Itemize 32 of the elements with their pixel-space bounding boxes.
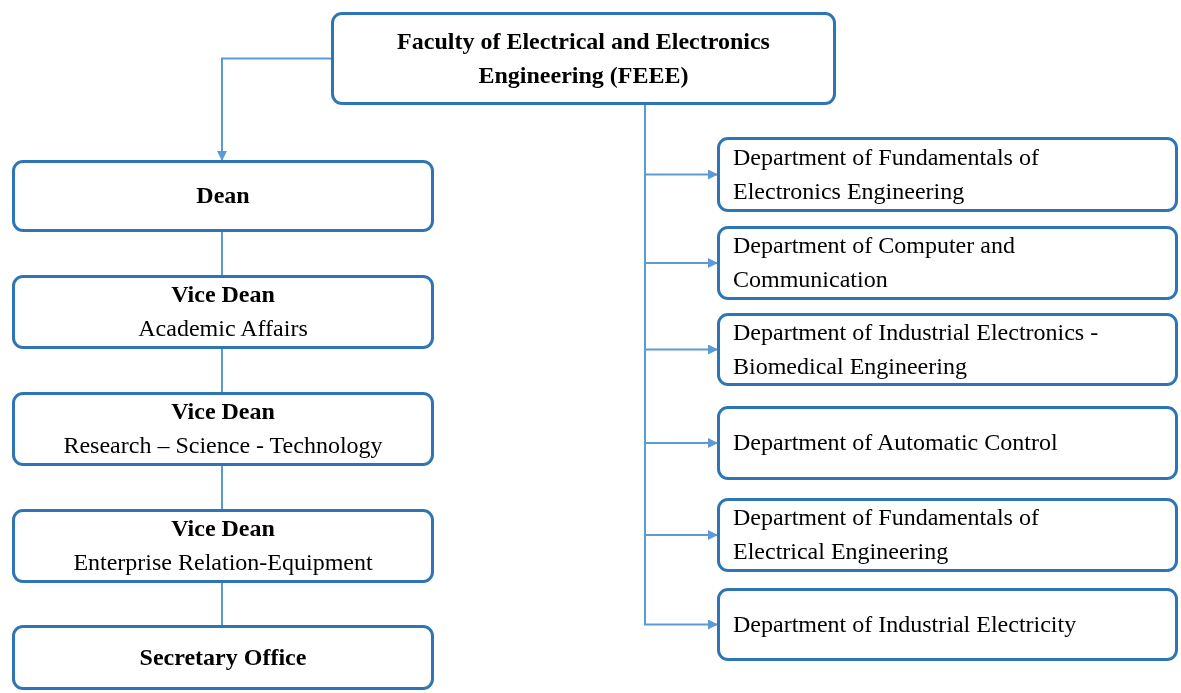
role-box	[12, 625, 434, 690]
department-name: Department of Computer and Communication	[733, 231, 1016, 294]
node-label: Academic Affairs	[138, 314, 308, 343]
connector-line	[221, 348, 223, 393]
node-label: Secretary Office	[139, 642, 307, 672]
department-name: Department of Fundamentals of Electrical Engineering	[733, 503, 1040, 566]
department-box	[717, 498, 1178, 572]
role-title: Vice Dean	[171, 514, 275, 544]
department-box	[717, 313, 1178, 386]
role-box	[12, 392, 434, 466]
department-box	[717, 406, 1178, 480]
arrow	[217, 57, 332, 161]
node-label: Enterprise Relation-Equipment	[73, 548, 373, 577]
department-name: Department of Fundamentals of Electronics Engineering	[733, 142, 1040, 206]
connector-line	[221, 582, 223, 626]
department-name: Department of Industrial Electronics - Biomedical Engineering	[733, 317, 1100, 381]
connector-line	[221, 231, 223, 276]
connector-line	[221, 465, 223, 510]
faculty-box	[331, 12, 836, 105]
role-box	[12, 275, 434, 349]
department-box	[717, 588, 1178, 661]
node-label: Dean	[196, 181, 250, 211]
role-box	[12, 509, 434, 583]
node-label: Research – Science - Technology	[63, 431, 383, 460]
role-title: Vice Dean	[171, 280, 275, 310]
department-box	[717, 226, 1178, 300]
department-name: Department of Automatic Control	[733, 428, 1058, 458]
department-box	[717, 137, 1178, 212]
department-name: Department of Industrial Electricity	[733, 609, 1077, 639]
role-title: Vice Dean	[171, 397, 275, 427]
node-label: Faculty of Electrical and Electronics Engineering (FEEE)	[396, 26, 771, 90]
role-box	[12, 160, 434, 232]
